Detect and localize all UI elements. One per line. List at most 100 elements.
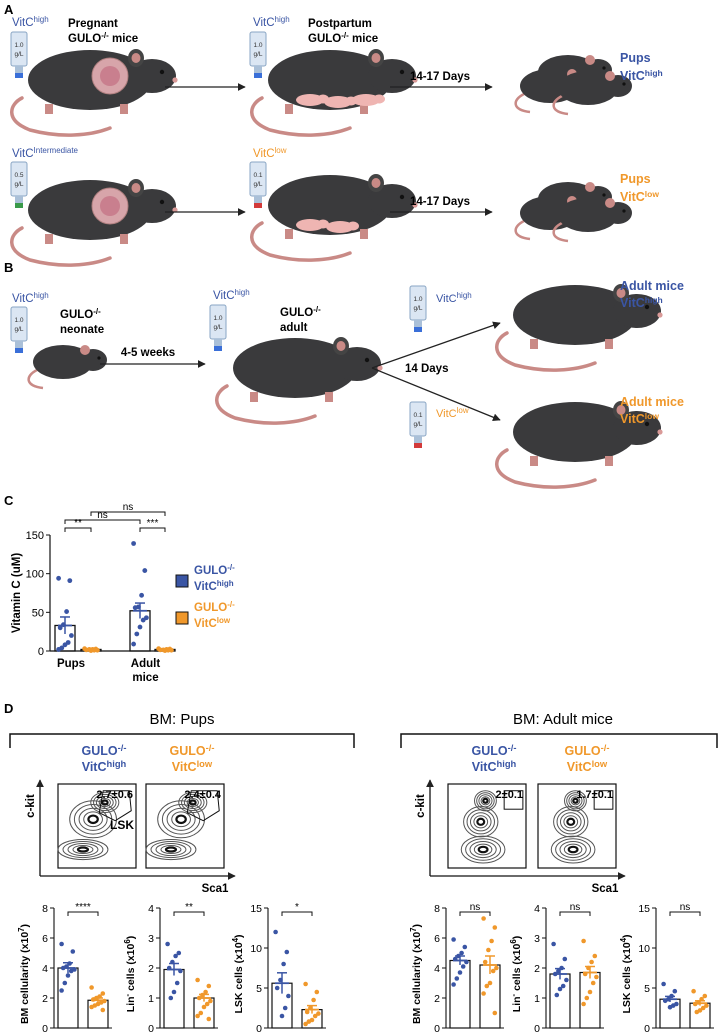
contour xyxy=(178,791,208,814)
contour xyxy=(160,844,182,855)
vitc-high-label-a2: VitChigh xyxy=(253,15,290,29)
y-tick-label: 4 xyxy=(42,963,48,975)
svg-text:1.0: 1.0 xyxy=(14,317,23,324)
data-point xyxy=(589,959,594,965)
lsk-gate xyxy=(186,790,220,822)
significance-bracket xyxy=(173,911,205,916)
data-point xyxy=(694,1009,700,1015)
svg-text:g/L: g/L xyxy=(413,305,422,312)
svg-text:VitClow: VitClow xyxy=(253,146,287,160)
data-point xyxy=(314,989,320,995)
svg-text:VitChigh: VitChigh xyxy=(12,291,49,305)
data-point xyxy=(56,575,61,581)
contour xyxy=(183,795,202,810)
contour xyxy=(157,800,206,839)
data-point xyxy=(316,1011,321,1016)
data-point xyxy=(492,1010,498,1016)
data-point xyxy=(451,982,456,987)
data-point xyxy=(457,970,463,975)
days-label: 14-17 Days xyxy=(410,71,470,83)
pregnant-mouse-icon xyxy=(9,47,180,137)
significance-bracket xyxy=(64,527,92,532)
y-tick-label: 4 xyxy=(434,963,440,975)
sca1-axis-label: Sca1 xyxy=(592,883,619,895)
svg-text:VitChigh: VitChigh xyxy=(253,15,290,29)
significance-bracket xyxy=(281,911,313,916)
data-point xyxy=(57,625,63,631)
days-label: 14 Days xyxy=(405,363,448,375)
y-tick-label: 10 xyxy=(638,943,650,955)
neonate-mouse-icon xyxy=(27,343,109,390)
data-point xyxy=(171,989,177,995)
data-point xyxy=(174,980,180,986)
contour xyxy=(175,814,187,825)
data-point xyxy=(451,937,456,942)
svg-text:VitChigh: VitChigh xyxy=(12,15,49,29)
data-point xyxy=(100,1007,106,1013)
pups-vitc-high-label: VitChigh xyxy=(620,68,663,83)
data-point xyxy=(279,1013,285,1019)
data-point xyxy=(62,980,68,986)
legend-swatch-high xyxy=(175,574,189,588)
data-point xyxy=(691,988,696,994)
data-point xyxy=(62,642,68,648)
lsk-gate xyxy=(503,790,524,810)
data-point xyxy=(59,988,64,993)
data-point xyxy=(134,631,140,637)
ckit-axis-label: c-kit xyxy=(415,794,427,818)
postpartum-mouse-icon xyxy=(249,47,420,137)
significance-bracket xyxy=(559,911,591,916)
y-tick-label: 2 xyxy=(42,993,48,1005)
y-tick-label: 2 xyxy=(148,963,154,975)
group-vitc-label: VitClow xyxy=(567,759,608,774)
data-point xyxy=(554,992,560,998)
y-tick-label: 8 xyxy=(42,903,48,915)
branch-vitc-low: VitClow xyxy=(436,406,469,420)
data-point xyxy=(69,633,74,638)
y-axis-label: LSK cells (x104) xyxy=(231,934,245,1013)
y-tick-label: 6 xyxy=(434,933,440,945)
contour xyxy=(572,797,579,804)
contour xyxy=(463,806,499,838)
lsk-label: LSK xyxy=(110,818,134,832)
postpartum-mouse-icon xyxy=(249,172,420,262)
pups-bracket xyxy=(9,733,355,748)
adult-gulo-label: GULO-/- xyxy=(280,305,321,319)
weeks-label: 4-5 weeks xyxy=(121,347,175,359)
y-tick-label: 50 xyxy=(32,607,44,619)
y-tick-label: 0 xyxy=(256,1023,262,1033)
y-tick-label: 5 xyxy=(644,983,650,995)
data-point xyxy=(306,1019,312,1024)
postpartum-label: Postpartum xyxy=(308,18,372,30)
data-point xyxy=(460,964,466,969)
significance-label: *** xyxy=(147,518,159,529)
adult-mice-high-label: Adult mice xyxy=(620,279,684,293)
lsk-gate xyxy=(593,790,614,810)
contour xyxy=(69,800,117,839)
data-point xyxy=(140,617,146,623)
data-point xyxy=(173,953,178,959)
data-point xyxy=(131,641,137,647)
contour xyxy=(62,840,104,859)
svg-text:0.5: 0.5 xyxy=(14,172,23,179)
contour xyxy=(465,838,502,861)
svg-text:g/L: g/L xyxy=(14,51,23,58)
data-point xyxy=(581,1001,586,1007)
significance-bracket xyxy=(459,911,491,916)
days-label: 14-17 Days xyxy=(410,196,470,208)
significance-bracket xyxy=(64,519,141,524)
data-point xyxy=(100,991,106,996)
group-gulo-label: GULO-/- xyxy=(82,743,127,758)
svg-text:g/L: g/L xyxy=(14,181,23,188)
group-vitc-label: VitChigh xyxy=(82,759,127,774)
data-point xyxy=(560,983,566,989)
panel-b-label: B xyxy=(4,260,13,275)
y-tick-label: 0 xyxy=(148,1023,154,1033)
contour xyxy=(553,806,589,838)
svg-text:VitCIntermediate: VitCIntermediate xyxy=(12,146,79,160)
data-point xyxy=(590,980,596,986)
contour xyxy=(83,811,103,828)
